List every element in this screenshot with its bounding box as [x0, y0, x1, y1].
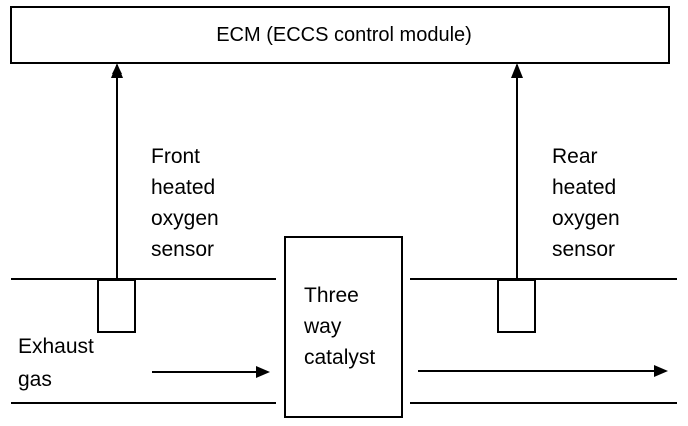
catalyst-label: Three way catalyst [303, 284, 375, 369]
catalyst-line-1: Three [304, 284, 359, 307]
catalyst-box [284, 236, 403, 418]
front-sensor-body [97, 279, 136, 333]
ecm-box: ECM (ECCS control module) [10, 6, 670, 64]
rear-arrowhead-icon [511, 63, 523, 78]
rear-sensor-line-3: oxygen [552, 207, 620, 230]
ecm-label: ECM (ECCS control module) [216, 24, 472, 46]
exhaust-gas-label: Exhaust gas [18, 335, 94, 391]
catalyst-line-2: way [303, 315, 342, 338]
exhaust-line-2: gas [18, 368, 52, 391]
front-sensor-line-4: sensor [151, 238, 214, 261]
exhaust-line-1: Exhaust [18, 335, 94, 358]
rear-sensor-label: Rear heated oxygen sensor [552, 145, 620, 261]
rear-sensor-line-2: heated [552, 176, 616, 199]
flow-arrowhead-right-icon [654, 365, 668, 377]
front-sensor-line-2: heated [151, 176, 215, 199]
rear-sensor-line-1: Rear [552, 145, 598, 168]
catalyst-line-3: catalyst [304, 346, 375, 369]
front-arrowhead-icon [111, 63, 123, 78]
flow-arrowhead-left-icon [256, 366, 270, 378]
front-sensor-line-3: oxygen [151, 207, 219, 230]
front-sensor-label: Front heated oxygen sensor [151, 145, 219, 261]
rear-sensor-line-4: sensor [552, 238, 615, 261]
front-sensor-line-1: Front [151, 145, 200, 168]
rear-sensor-body [497, 279, 536, 333]
